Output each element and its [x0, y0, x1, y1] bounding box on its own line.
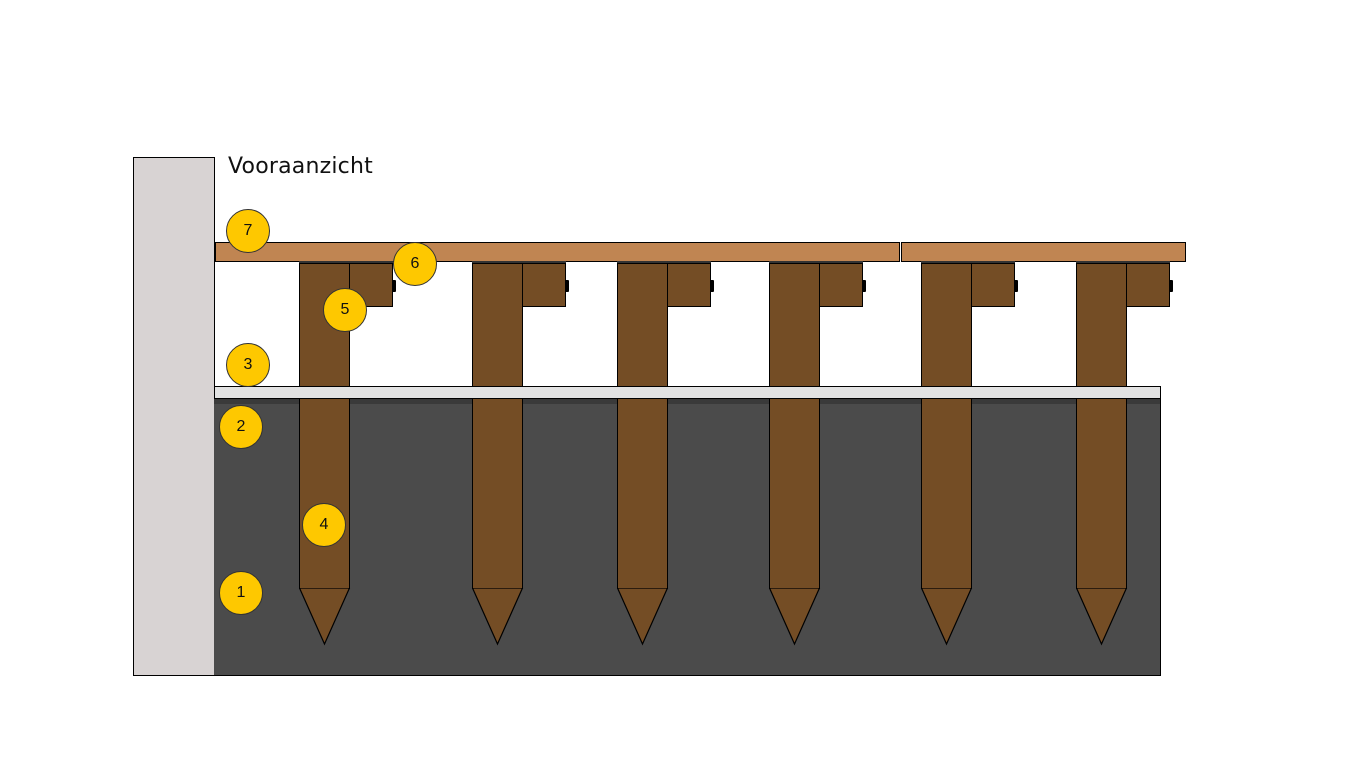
- callout-number: 5: [340, 301, 350, 318]
- ground-layer: [214, 398, 1160, 404]
- post-tip: [472, 588, 524, 646]
- screw-icon: [1169, 280, 1173, 292]
- board: [214, 386, 1161, 399]
- post-tip: [1076, 588, 1128, 646]
- callout-badge-2: 2: [219, 405, 263, 449]
- callout-badge-3: 3: [226, 343, 270, 387]
- post-tip: [299, 588, 351, 646]
- post: [617, 263, 668, 589]
- soil: [214, 397, 1161, 676]
- deck-plank-right: [901, 242, 1186, 262]
- cleat: [1126, 263, 1170, 307]
- cleat: [819, 263, 863, 307]
- diagram-title: Vooraanzicht: [228, 154, 373, 179]
- post-tip: [617, 588, 669, 646]
- cleat: [971, 263, 1015, 307]
- deck-plank-left: [215, 242, 900, 262]
- post: [769, 263, 820, 589]
- callout-number: 7: [243, 222, 253, 239]
- screw-icon: [392, 280, 396, 292]
- callout-badge-5: 5: [323, 288, 367, 332]
- post: [921, 263, 972, 589]
- cleat: [667, 263, 711, 307]
- callout-number: 1: [236, 584, 246, 601]
- callout-badge-4: 4: [302, 503, 346, 547]
- screw-icon: [565, 280, 569, 292]
- post-tip: [769, 588, 821, 646]
- screw-icon: [710, 280, 714, 292]
- cleat: [522, 263, 566, 307]
- post: [1076, 263, 1127, 589]
- post: [472, 263, 523, 589]
- callout-badge-6: 6: [393, 242, 437, 286]
- callout-number: 2: [236, 418, 246, 435]
- callout-number: 3: [243, 356, 253, 373]
- callout-badge-7: 7: [226, 209, 270, 253]
- screw-icon: [1014, 280, 1018, 292]
- wall: [133, 157, 215, 676]
- callout-number: 4: [319, 516, 329, 533]
- callout-badge-1: 1: [219, 571, 263, 615]
- post-tip: [921, 588, 973, 646]
- callout-number: 6: [410, 255, 420, 272]
- screw-icon: [862, 280, 866, 292]
